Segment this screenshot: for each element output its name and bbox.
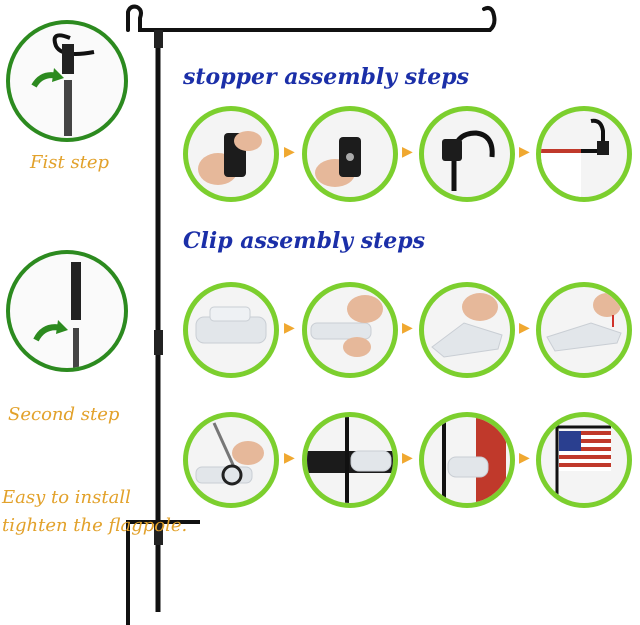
clip-step-8 — [536, 412, 632, 508]
first-step-circle — [6, 20, 128, 142]
install-line-2: tighten the flagpole. — [2, 515, 188, 536]
flagpole-ground-stake — [126, 520, 200, 625]
arrow-icon: ▶ — [402, 144, 413, 160]
clip-step-1 — [183, 282, 279, 378]
flagpole-joint-top — [154, 30, 163, 48]
us-flag-icon — [559, 431, 611, 471]
clip-heading: Clip assembly steps — [183, 228, 426, 254]
clip-step-4 — [536, 282, 632, 378]
arrow-icon: ▶ — [284, 450, 295, 466]
stopper-heading: stopper assembly steps — [183, 64, 470, 90]
flagpole-joint-low — [154, 520, 163, 545]
stopper-step-3 — [419, 106, 515, 202]
arrow-icon: ▶ — [402, 320, 413, 336]
stopper-step-4 — [536, 106, 632, 202]
clip-step-5 — [183, 412, 279, 508]
first-step-label: Fist step — [30, 152, 110, 173]
install-note: Easy to install tighten the flagpole. — [2, 484, 187, 540]
flagpole-joint-mid — [154, 330, 163, 355]
second-step-circle — [6, 250, 128, 372]
second-step-label: Second step — [8, 404, 120, 425]
clip-step-6 — [302, 412, 398, 508]
clip-step-3 — [419, 282, 515, 378]
install-line-1: Easy to install — [2, 487, 131, 508]
stopper-step-2 — [302, 106, 398, 202]
clip-step-7 — [419, 412, 515, 508]
arrow-icon: ▶ — [519, 450, 530, 466]
arrow-icon: ▶ — [284, 144, 295, 160]
flagpole-top-arm — [126, 4, 497, 32]
arrow-icon: ▶ — [284, 320, 295, 336]
arrow-icon: ▶ — [519, 320, 530, 336]
arrow-icon: ▶ — [402, 450, 413, 466]
arrow-icon: ▶ — [519, 144, 530, 160]
clip-step-2 — [302, 282, 398, 378]
stopper-step-1 — [183, 106, 279, 202]
